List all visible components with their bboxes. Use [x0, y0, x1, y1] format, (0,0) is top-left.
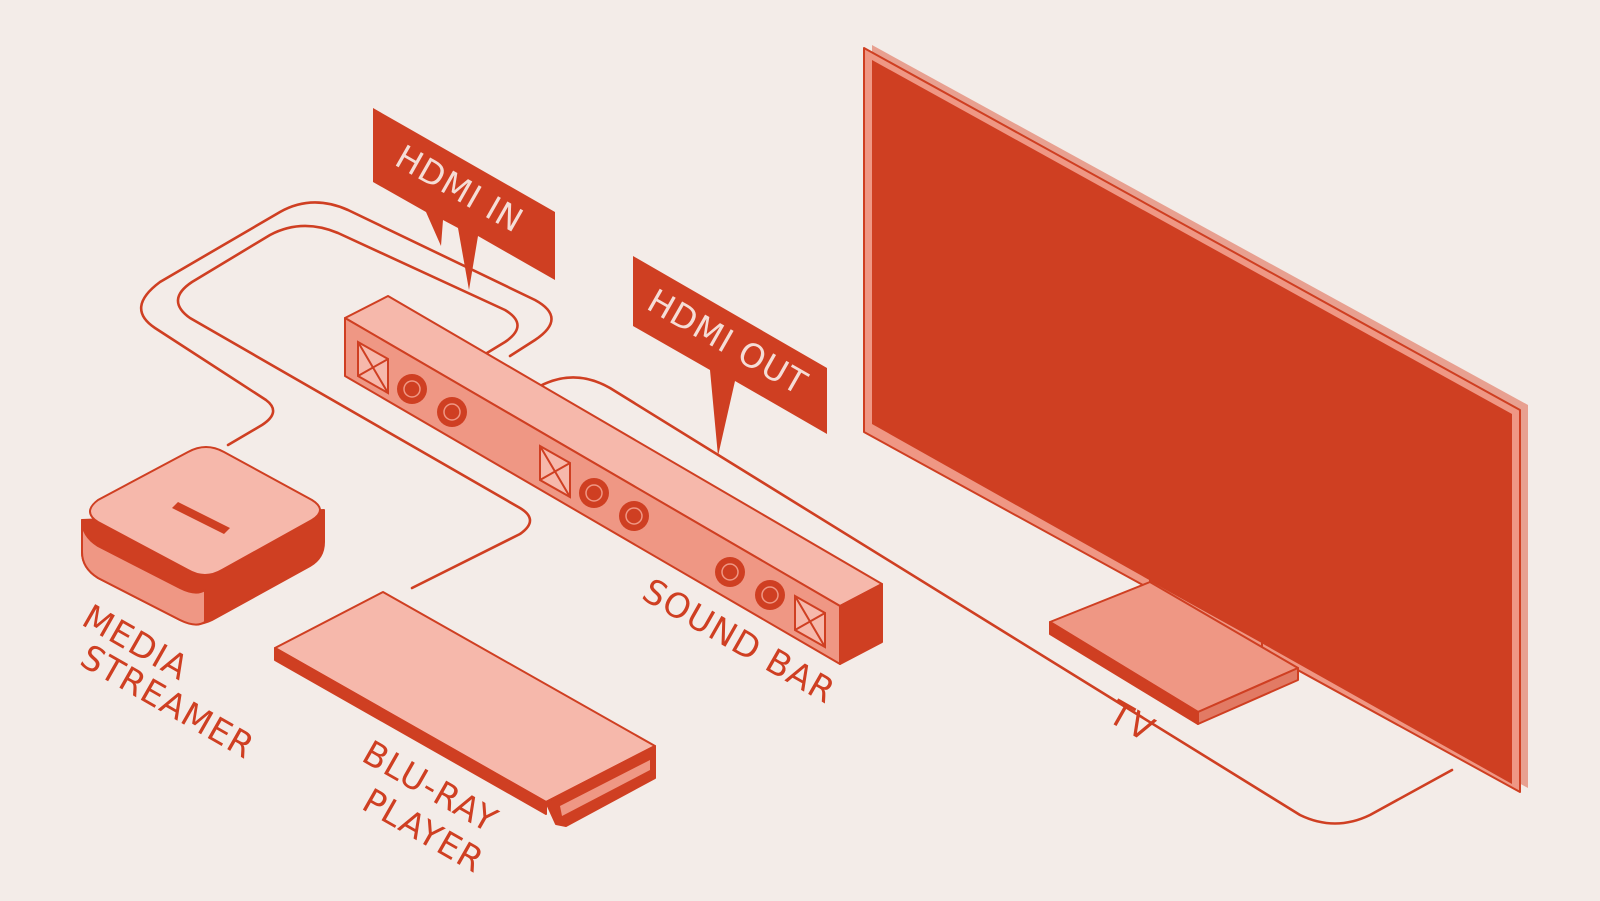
- woofer-icon: [755, 580, 785, 610]
- blu-ray-player-icon: [274, 591, 656, 827]
- media-streamer-led: [172, 502, 230, 534]
- tv-screen: [872, 60, 1512, 784]
- media-streamer-top: [89, 446, 321, 576]
- cable-media-streamer: [139, 201, 553, 447]
- woofer-icon: [619, 501, 649, 531]
- blu-ray-side-left: [274, 647, 547, 815]
- hdmi-in-tag: [373, 108, 555, 290]
- speaker-group-middle: [539, 444, 649, 531]
- woofer-icon: [715, 557, 745, 587]
- tv-icon: [863, 45, 1528, 793]
- cable-tv: [538, 376, 1454, 825]
- tv-stand-base-front: [1197, 667, 1299, 725]
- blu-ray-top: [274, 591, 656, 803]
- sound-bar-icon: [344, 295, 883, 665]
- cable-blu-ray-player: [176, 224, 532, 590]
- woofer-icon: [579, 478, 609, 508]
- speaker-group-left: [357, 340, 467, 427]
- sound-bar-end: [839, 583, 883, 665]
- sound-bar-top: [344, 295, 883, 607]
- hdmi-out-callout: HDMI OUT: [633, 256, 827, 456]
- woofer-icon: [437, 397, 467, 427]
- tv-label: TV: [1101, 693, 1162, 751]
- woofer-icon: [397, 374, 427, 404]
- media-streamer-front: [81, 519, 206, 626]
- blu-ray-front-face: [560, 760, 650, 816]
- media-streamer-icon: [81, 446, 325, 626]
- hdmi-out-tag: [633, 256, 827, 456]
- hdmi-cables: [139, 201, 1454, 825]
- speaker-group-right: [715, 557, 826, 649]
